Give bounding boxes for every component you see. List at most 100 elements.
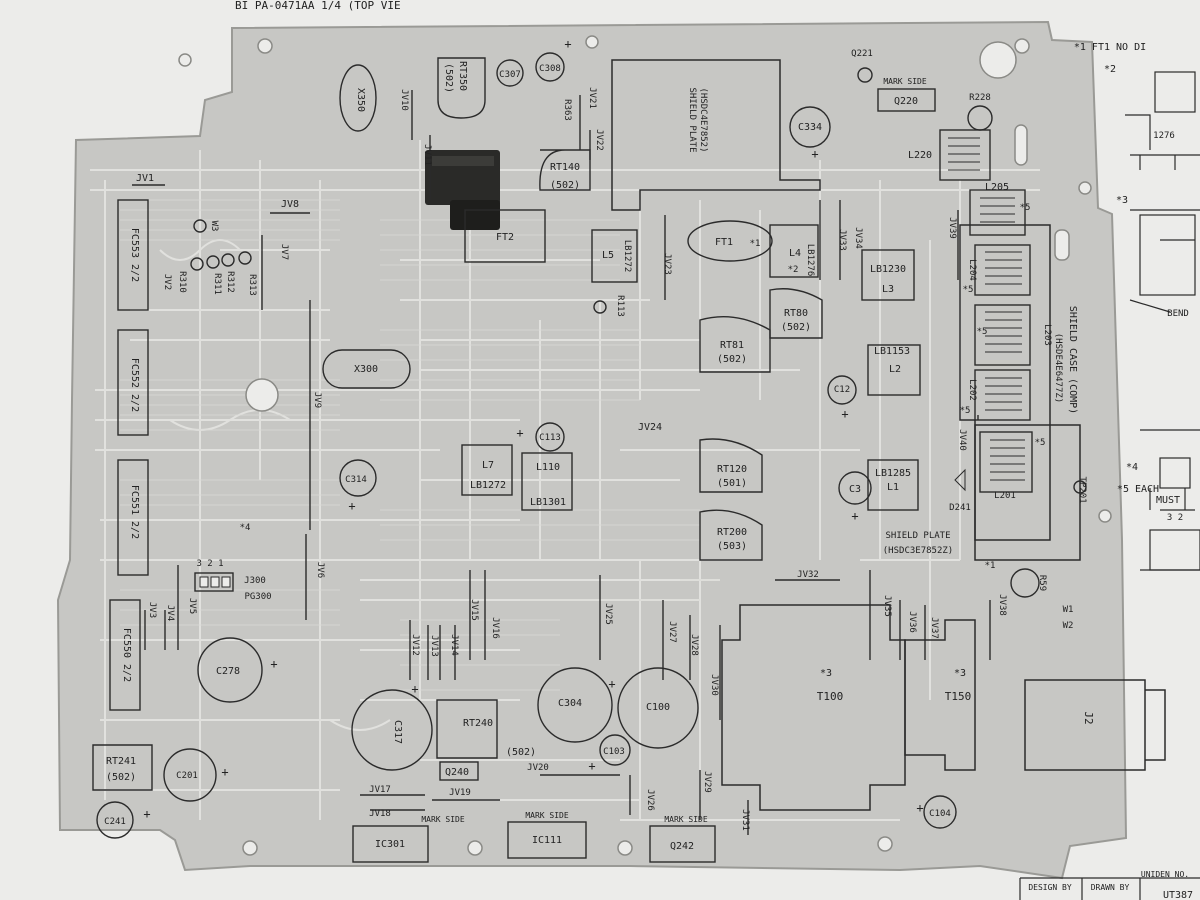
mount-hole (1098, 509, 1112, 523)
label-jv29: JV29 (702, 771, 712, 793)
label-l203: L203 (1042, 324, 1052, 346)
label-n1: *1 FT1 NO DI (1074, 42, 1146, 53)
drawing-title: BI PA-0471AA 1/4 (TOP VIE (235, 0, 401, 12)
label-part-no: UT387 (1163, 890, 1193, 900)
label-t150: T150 (945, 690, 972, 703)
label-jv30: JV30 (709, 674, 719, 696)
label-ic111: IC111 (532, 835, 562, 846)
label-jv4: JV4 (165, 605, 175, 621)
j2-tab (1145, 689, 1166, 761)
label-lb1276: LB1276 (805, 244, 815, 277)
label-l204: L204 (967, 259, 977, 281)
label-shield-left-code: (HSDC4E7852) (698, 87, 708, 152)
label-jv20: JV20 (527, 763, 549, 773)
label-shield-bottom: SHIELD PLATE (885, 531, 950, 541)
label-jv8: JV8 (281, 199, 299, 210)
ft2-physical-component (425, 150, 500, 230)
label-rt200: RT200 (717, 527, 747, 538)
label-n4: *4 (1126, 462, 1138, 473)
label-design-by: DESIGN BY (1028, 883, 1072, 892)
polarity-plus-mark: + (841, 407, 848, 421)
rt350-outline (437, 57, 486, 119)
w3-outline (193, 219, 207, 233)
label-x300: X300 (354, 364, 378, 375)
label-r310: R310 (177, 271, 187, 293)
label-jv38: JV38 (997, 594, 1007, 616)
c113-outline (535, 422, 565, 452)
label-n5: *5 EACH (1117, 484, 1159, 495)
label-jv9: JV9 (312, 392, 322, 408)
polarity-plus-mark: + (143, 807, 150, 821)
label-c201: C201 (176, 771, 198, 781)
polarity-plus-mark: + (348, 499, 355, 513)
ic111-outline (507, 821, 587, 859)
label-jv37: JV37 (929, 617, 939, 639)
mounting-holes (178, 35, 1112, 856)
polarity-plus-mark: + (916, 801, 923, 815)
rt80-outline (769, 288, 823, 339)
l4-outline (769, 224, 819, 278)
l220-outline (939, 129, 991, 181)
label-jv10: JV10 (399, 89, 409, 111)
ic301-outline (352, 825, 429, 863)
note4-part (1159, 457, 1191, 489)
label-jv17: JV17 (369, 785, 391, 795)
label-rt241-val: (502) (106, 772, 136, 783)
label-c308: C308 (539, 64, 561, 74)
label-j300-pins: 3 2 1 (196, 559, 223, 569)
fc552-outline (117, 329, 149, 436)
label-t150-mark: *3 (954, 668, 966, 679)
t100-outline (721, 604, 906, 811)
mount-hole (257, 38, 273, 54)
label-jv40: JV40 (957, 429, 967, 451)
c314-outline (339, 459, 377, 497)
label-rt81-val: (502) (717, 354, 747, 365)
label-l3: L3 (882, 284, 894, 295)
label-c103: C103 (603, 747, 625, 757)
r113-outline (593, 300, 607, 314)
fc553-outline (117, 199, 149, 311)
c317-outline (351, 689, 433, 771)
label-jv14: JV14 (449, 634, 459, 656)
label-jv13: JV13 (429, 635, 439, 657)
label-l205: L205 (985, 182, 1009, 193)
label-c278: C278 (216, 666, 240, 677)
label-rt241: RT241 (106, 756, 136, 767)
label-fc552: FC552 2/2 (129, 358, 140, 412)
mount-hole (178, 53, 192, 67)
label-r363: R363 (562, 99, 572, 121)
rt200-outline (699, 509, 763, 561)
label-c104: C104 (929, 809, 951, 819)
label-c307: C307 (499, 70, 521, 80)
label-q221: Q221 (851, 49, 873, 59)
label-mark-side-ic111: MARK SIDE (525, 811, 569, 820)
label-rt81: RT81 (720, 340, 744, 351)
label-rt120: RT120 (717, 464, 747, 475)
label-ft1: FT1 (715, 237, 733, 248)
shield-plate-bottom (974, 424, 1081, 561)
label-q220: Q220 (894, 96, 918, 107)
ft1-outline (687, 220, 773, 262)
label-fc550: FC550 2/2 (121, 628, 132, 682)
q242-outline (649, 825, 716, 863)
l2-outline (867, 344, 921, 396)
label-l1: L1 (887, 482, 899, 493)
label-mark-side-ic301: MARK SIDE (421, 815, 465, 824)
c3-outline (838, 471, 872, 505)
label-q242: Q242 (670, 841, 694, 852)
label-jv26: JV26 (645, 789, 655, 811)
rt240-outline (436, 699, 498, 759)
label-l7: L7 (482, 460, 494, 471)
label-rt240-val: (502) (506, 747, 536, 758)
polarity-plus-mark: + (588, 759, 595, 773)
label-l202: L202 (967, 379, 977, 401)
r311-outline (206, 255, 220, 269)
polarity-plus-mark: + (608, 677, 615, 691)
label-w1: W1 (1063, 605, 1074, 615)
label-mark-side-q242: MARK SIDE (664, 815, 708, 824)
label-shield-left: SHIELD PLATE (687, 87, 697, 152)
shield-plate-left (611, 59, 821, 211)
l1-outline (867, 459, 919, 511)
